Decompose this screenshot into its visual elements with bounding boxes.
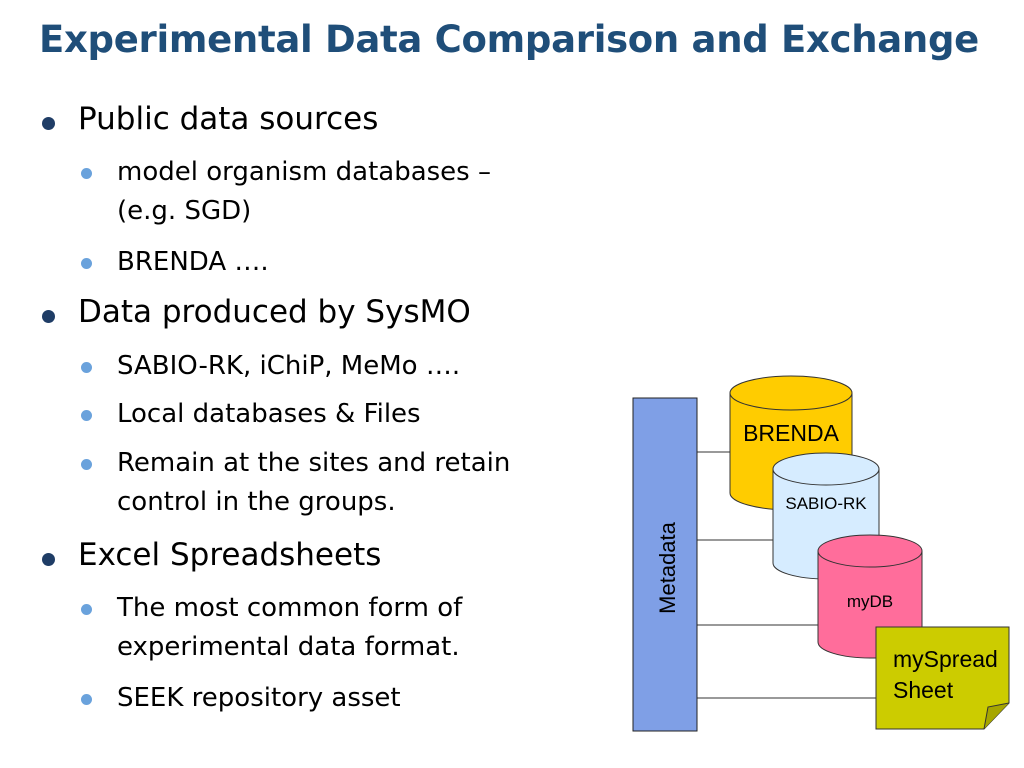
sabio-rk-label: SABIO-RK <box>785 494 867 513</box>
bullet-data-produced: Data produced by SysMO <box>78 294 471 330</box>
sub-bullet-common-form: The most common form of <box>117 593 463 623</box>
sheet-label-line1: mySpread <box>893 646 998 672</box>
sub-bullet-brenda: BRENDA …. <box>117 247 269 277</box>
bullet-dot <box>42 310 55 323</box>
sub-bullet-model-organism-cont: (e.g. SGD) <box>117 196 252 226</box>
bullet-excel: Excel Spreadsheets <box>78 537 382 573</box>
bullet-dot <box>42 553 55 566</box>
bullet-list: Public data sources model organism datab… <box>42 101 511 713</box>
sub-bullet-remain: Remain at the sites and retain <box>117 448 511 478</box>
sub-bullet-local-databases: Local databases & Files <box>117 399 421 429</box>
page-fold-icon <box>983 702 1010 730</box>
connector-lines <box>697 451 878 699</box>
bullet-public-data-sources: Public data sources <box>78 101 379 137</box>
sub-bullet-sabio: SABIO-RK, iChiP, MeMo …. <box>117 351 461 381</box>
sub-bullet-seek: SEEK repository asset <box>117 683 401 713</box>
spreadsheet-document-icon: mySpread Sheet <box>875 626 1010 730</box>
mydb-label: myDB <box>847 592 893 611</box>
sub-bullet-dot <box>81 459 92 470</box>
sub-bullet-dot <box>81 258 92 269</box>
metadata-label: Metadata <box>655 521 680 613</box>
sub-bullet-remain-cont: control in the groups. <box>117 487 396 517</box>
slide-title: Experimental Data Comparison and Exchang… <box>39 18 979 61</box>
sub-bullet-dot <box>81 604 92 615</box>
sub-bullet-dot <box>81 410 92 421</box>
brenda-label: BRENDA <box>743 420 840 446</box>
sub-bullet-dot <box>81 362 92 373</box>
sub-bullet-dot <box>81 694 92 705</box>
sub-bullet-common-form-cont: experimental data format. <box>117 632 460 662</box>
sub-bullet-model-organism: model organism databases – <box>117 157 491 187</box>
bullet-dot <box>42 117 55 130</box>
metadata-bar <box>632 397 698 732</box>
sub-bullet-dot <box>81 168 92 179</box>
sheet-label-line2: Sheet <box>893 677 954 703</box>
